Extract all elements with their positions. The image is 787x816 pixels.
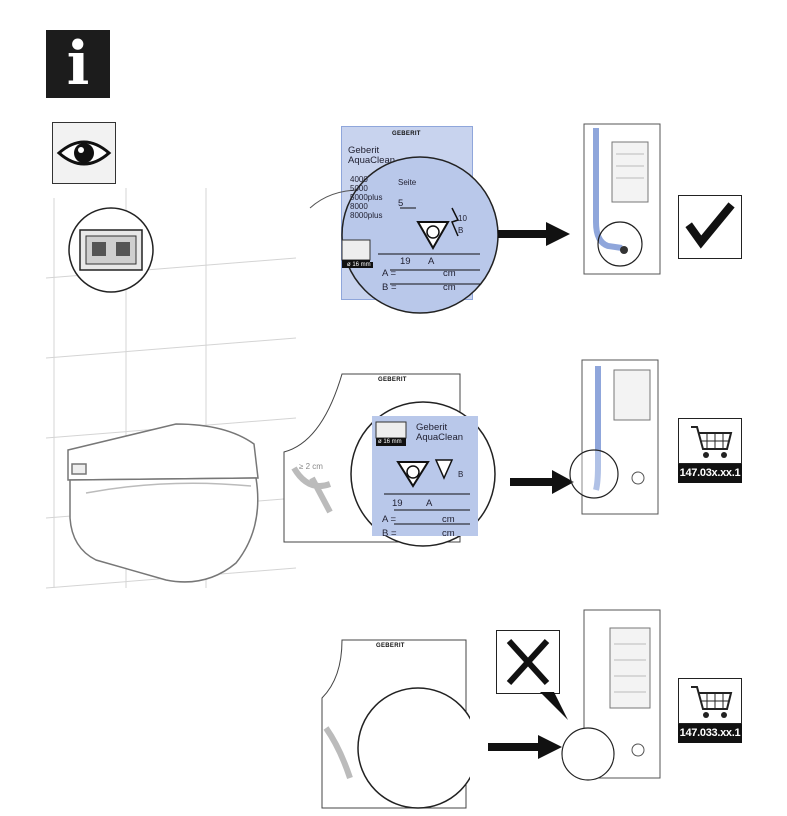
arrow-right-icon [510,470,574,494]
eye-icon [52,122,116,184]
row2-magnifier [350,401,496,547]
dim-5: 5 [398,198,404,209]
field-a: A = [382,514,396,525]
brand-logo: GEBERIT [376,643,405,649]
model-list: 4000 5000 5000plus 8000 8000plus [350,175,382,220]
arrow-right-icon [498,222,570,246]
unit-cm-2: cm [442,528,455,539]
field-b: B = [382,528,397,539]
info-glyph: i [66,29,90,99]
product-line-1: Geberit [416,422,448,433]
article-code: 147.03x.xx.1 [678,464,742,483]
row2-cart-box [678,418,742,464]
pointer-triangle [540,692,568,720]
pipe-label: ø 16 mm [345,262,373,268]
product-line-2: AquaClean [348,155,396,166]
dim-b: B [458,226,464,235]
side-label: Seite [398,178,417,187]
row2-installation [569,359,659,515]
brand-logo: GEBERIT [392,131,421,137]
row1-result-box [678,195,742,259]
dim-19: 19 [400,256,411,267]
model-3: 8000 [350,202,368,211]
info-icon: i [46,30,110,98]
model-4: 8000plus [350,211,383,220]
article-code: 147.033.xx.1 [678,724,742,743]
model-1: 5000 [350,184,368,193]
pipe-label: ø 16 mm [378,439,402,445]
brand-logo: GEBERIT [378,377,407,383]
distance-label: ≥ 2 cm [299,462,323,471]
dim-10: 10 [458,214,467,223]
row3-sheet [321,639,470,809]
row3-result-box [496,630,560,694]
product-line-1: Geberit [348,145,380,156]
dim-a: A [428,256,435,267]
dim-19: 19 [392,498,403,509]
row3-installation [561,609,661,781]
row1-installation [583,123,661,275]
field-b: B = [382,282,397,293]
shopping-cart-icon [691,426,733,458]
toilet-scene [46,188,297,589]
dim-b: B [458,470,464,479]
unit-cm-1: cm [442,514,455,525]
unit-cm-2: cm [443,282,456,293]
dim-a: A [426,498,433,509]
shopping-cart-icon [691,686,733,718]
row3-cart-box [678,678,742,724]
row1-magnifier [309,156,499,314]
cross-icon [506,638,550,686]
flush-plate-detail [68,207,154,293]
product-line-2: AquaClean [416,432,464,443]
model-0: 4000 [350,175,368,184]
unit-cm-1: cm [443,268,456,279]
model-2: 5000plus [350,193,383,202]
arrow-right-icon [488,735,562,759]
field-a: A = [382,268,396,279]
checkmark-icon [685,202,735,249]
